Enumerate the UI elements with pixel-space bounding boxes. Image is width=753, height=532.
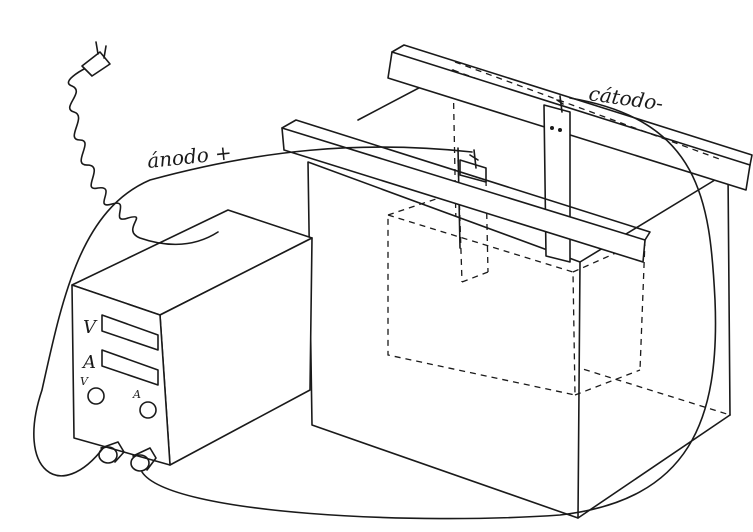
current-knob — [139, 401, 157, 419]
voltage-knob — [87, 387, 105, 405]
positive-terminal — [98, 446, 118, 464]
anode-support-bar — [281, 119, 651, 263]
knob-voltage-label: V — [80, 375, 89, 388]
anode-label: ánodo + — [146, 140, 233, 173]
meter-voltage-label: V — [83, 317, 98, 338]
voltage-display — [101, 314, 159, 351]
power-plug — [81, 41, 111, 77]
negative-terminal — [130, 454, 150, 472]
glass-tank — [307, 69, 731, 519]
meter-current-label: A — [81, 352, 96, 373]
knob-current-label: A — [132, 388, 141, 401]
power-supply — [71, 209, 313, 472]
cathode-label: cátodo- — [587, 81, 665, 115]
wires — [33, 67, 717, 520]
current-display — [101, 349, 159, 386]
